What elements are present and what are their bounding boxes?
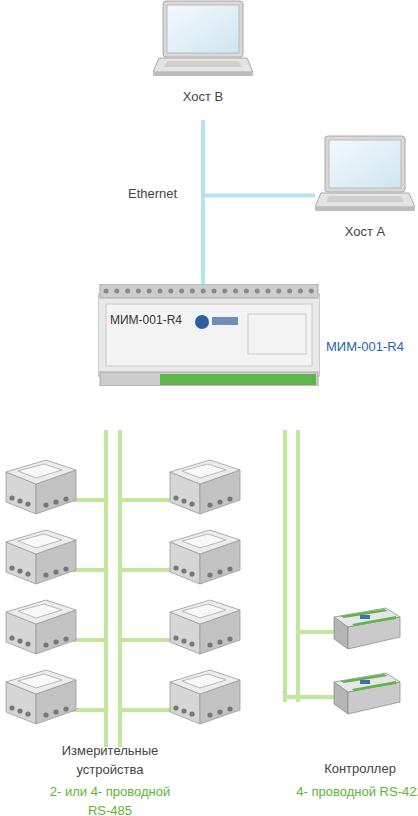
- measuring-device: [170, 670, 240, 724]
- terminal-screw: [179, 289, 184, 294]
- terminal-screw: [125, 289, 130, 294]
- bus-branch: [285, 695, 334, 699]
- measuring-device: [170, 530, 240, 584]
- controller-device: [334, 673, 400, 714]
- terminal-screw: [168, 289, 173, 294]
- measuring-device: [170, 460, 240, 514]
- bus-branch: [120, 568, 168, 572]
- laptop-screen: [167, 5, 239, 53]
- laptop-lid: [325, 136, 405, 192]
- converter-module: МИМ-001-R4МИМ-001-R4: [98, 284, 320, 386]
- rs485-bus: [74, 432, 168, 745]
- bus-wire: [296, 432, 300, 700]
- terminal-screw: [212, 289, 217, 294]
- laptop-lid: [163, 1, 243, 57]
- terminal-screw: [158, 289, 163, 294]
- measuring-device: [6, 530, 76, 584]
- terminal-screw: [287, 289, 292, 294]
- bus-branch: [120, 638, 168, 642]
- bus-wire: [104, 432, 108, 745]
- controller-device: [334, 608, 400, 649]
- rs422-bus: [285, 432, 334, 700]
- terminal-screw: [276, 289, 281, 294]
- laptop-icon: [153, 0, 253, 82]
- info-panel: [248, 314, 306, 354]
- terminal-row: [100, 284, 318, 298]
- module-body: [98, 284, 320, 386]
- terminal-screw: [114, 289, 119, 294]
- product-name: МИМ-001-R4: [326, 338, 418, 357]
- caption-label: Контроллер: [290, 760, 418, 779]
- front-panel: [106, 304, 312, 366]
- laptop-base: [315, 193, 415, 207]
- laptop-keyboard: [326, 196, 404, 202]
- bus-branch: [298, 630, 334, 634]
- terminal-screw: [201, 289, 206, 294]
- node-label: МИМ-001-R4: [110, 312, 220, 329]
- terminal-screw: [244, 289, 249, 294]
- ethernet-link: [203, 195, 315, 284]
- bus-branch: [120, 708, 168, 712]
- laptop-edge: [315, 207, 415, 211]
- measuring-device: [6, 600, 76, 654]
- bus-branch: [74, 498, 106, 502]
- bus-branch: [74, 638, 106, 642]
- bus-branch: [74, 568, 106, 572]
- measuring-device: [6, 460, 76, 514]
- terminal-screw: [255, 289, 260, 294]
- terminal-screw: [233, 289, 238, 294]
- terminal-screw: [136, 289, 141, 294]
- terminal-screw: [266, 289, 271, 294]
- laptop-base: [153, 58, 253, 72]
- bus-wire: [283, 432, 287, 700]
- bus-wire: [118, 432, 122, 745]
- green-terminal-block: [160, 374, 316, 385]
- host-computer: Хост B: [153, 0, 253, 112]
- terminal-screw: [190, 289, 195, 294]
- terminal-screw: [309, 289, 314, 294]
- ethernet-link: [201, 120, 205, 284]
- bus-branch: [74, 708, 106, 712]
- bus-branch: [120, 498, 168, 502]
- link-label: Ethernet: [128, 185, 177, 204]
- module-case: [98, 294, 320, 376]
- caption-label: 4- проводной RS-422: [290, 783, 418, 802]
- measuring-device: [6, 670, 76, 724]
- laptop-icon: [315, 135, 415, 217]
- host-computer: Хост А: [315, 135, 415, 247]
- node-label: Хост А: [315, 223, 415, 242]
- caption-label: 2- или 4- проводной RS-485: [40, 783, 180, 816]
- measuring-device: [170, 600, 240, 654]
- terminal-screw: [147, 289, 152, 294]
- terminal-screw: [222, 289, 227, 294]
- terminal-screw: [298, 289, 303, 294]
- caption-label: Измерительные устройства: [45, 742, 175, 780]
- terminal-screw: [104, 289, 109, 294]
- laptop-screen: [329, 140, 401, 188]
- terminal-row: [100, 372, 318, 386]
- laptop-keyboard: [164, 61, 242, 67]
- brand-mark: [212, 317, 238, 325]
- laptop-edge: [153, 72, 253, 76]
- node-label: Хост B: [153, 88, 253, 107]
- brand-logo: [195, 315, 209, 329]
